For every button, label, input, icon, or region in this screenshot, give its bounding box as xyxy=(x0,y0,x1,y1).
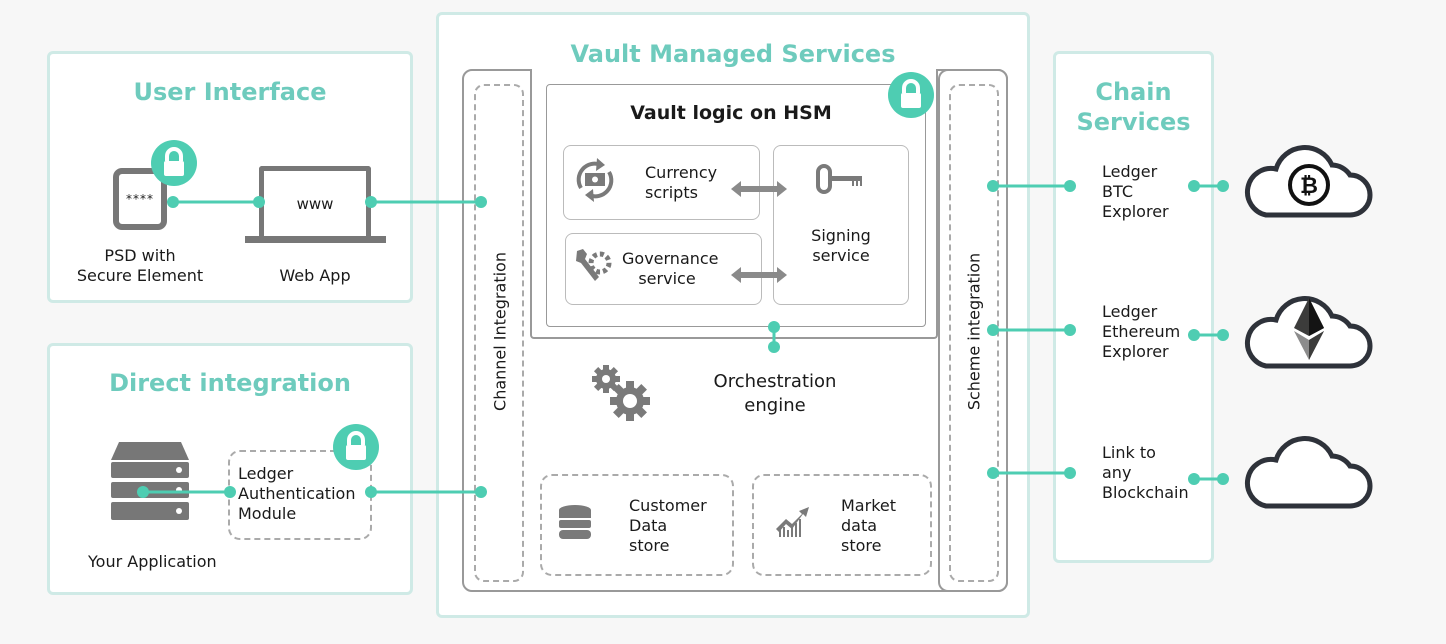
vault-title: Vault Managed Services xyxy=(570,40,896,68)
governance-tools-icon xyxy=(576,249,612,281)
currency-cycle-icon xyxy=(576,158,614,202)
hsm-lock-icon xyxy=(888,72,934,118)
chain-item-btc: Ledger BTC Explorer xyxy=(1102,162,1169,221)
blockchain-cloud-icon xyxy=(1244,436,1373,509)
market-data-store-box xyxy=(752,474,932,576)
direct-integration-title: Direct integration xyxy=(109,369,351,397)
orchestration-engine-label: Orchestration engine xyxy=(713,371,837,416)
chain-services-panel: Chain Services xyxy=(1053,51,1214,563)
hsm-title: Vault logic on HSM xyxy=(630,102,832,124)
connector-dot xyxy=(1217,473,1229,485)
chain-services-title: Chain Services xyxy=(1076,78,1191,136)
governance-service-label: Governance service xyxy=(622,249,719,288)
user-interface-title: User Interface xyxy=(133,78,327,106)
customer-data-store-label: Customer Data store xyxy=(629,496,707,555)
bitcoin-cloud-icon: ₿ xyxy=(1244,145,1373,218)
psd-device-icon: **** xyxy=(113,168,167,230)
ethereum-cloud-icon xyxy=(1244,296,1373,369)
market-data-store-label: Market data store xyxy=(841,496,896,555)
scheme-integration-label: Scheme integration xyxy=(964,252,984,411)
connector-dot xyxy=(1217,180,1229,192)
psd-screen-text: **** xyxy=(126,192,154,206)
currency-scripts-label: Currency scripts xyxy=(645,163,718,202)
signing-service-box xyxy=(773,145,909,305)
governance-signing-arrow xyxy=(731,267,787,283)
psd-lock-icon xyxy=(151,140,197,186)
auth-module-lock-icon xyxy=(333,424,379,470)
gears-icon xyxy=(592,365,650,421)
market-chart-icon xyxy=(776,507,809,537)
server-icon xyxy=(111,442,189,520)
laptop-base xyxy=(245,236,386,243)
channel-integration-label: Channel Integration xyxy=(490,252,510,411)
your-application-label: Your Application xyxy=(88,552,217,571)
chain-item-blockchain: Link to any Blockchain xyxy=(1102,443,1189,502)
psd-label: PSD with Secure Element xyxy=(76,246,204,285)
governance-service-box xyxy=(565,233,762,305)
svg-text:₿: ₿ xyxy=(1300,174,1318,199)
auth-module-label: Ledger Authentication Module xyxy=(238,464,356,523)
database-icon xyxy=(559,505,591,539)
webapp-label: Web App xyxy=(279,266,351,285)
channel-integration-column xyxy=(474,84,524,582)
signing-service-label: Signing service xyxy=(811,226,871,265)
laptop-icon: www xyxy=(259,166,371,236)
key-icon xyxy=(816,164,862,194)
connector-dot xyxy=(1217,329,1229,341)
webapp-screen-text: www xyxy=(296,195,334,213)
currency-signing-arrow xyxy=(731,181,787,197)
customer-data-store-box xyxy=(540,474,734,576)
chain-item-ethereum: Ledger Ethereum Explorer xyxy=(1102,302,1181,361)
